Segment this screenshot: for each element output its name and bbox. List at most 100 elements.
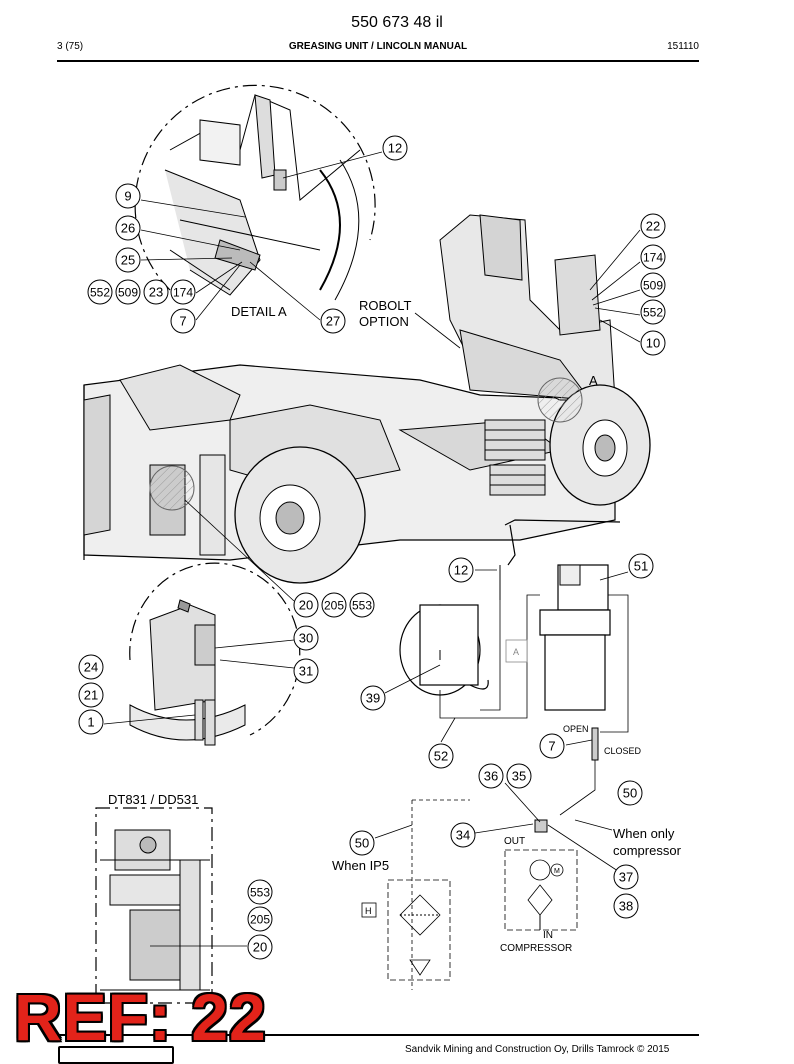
callout-circle: [640, 272, 666, 298]
callout-circle: [628, 553, 654, 579]
leader-lines: [103, 151, 641, 947]
callout-30: 30: [293, 625, 319, 651]
dt831-view: [95, 807, 213, 1004]
callout-circle: [450, 822, 476, 848]
callout-number: 26: [121, 221, 135, 236]
label-when-ip5: When IP5: [332, 858, 389, 873]
callout-21: 21: [78, 682, 104, 708]
callout-number: 7: [179, 314, 186, 329]
callout-circle: [349, 592, 375, 618]
drawing-labels: DETAIL A ROBOLT OPTION A A OPEN CLOSED O…: [108, 298, 682, 954]
callout-circle: [293, 658, 319, 684]
callout-number: 205: [250, 913, 270, 927]
callout-552: 552: [87, 279, 113, 305]
callout-circle: [428, 743, 454, 769]
callout-number: 50: [623, 786, 637, 801]
callout-circle: [247, 879, 273, 905]
callout-number: 51: [634, 559, 648, 574]
callout-number: 9: [124, 189, 131, 204]
callout-circle: [478, 763, 504, 789]
callout-number: 37: [619, 870, 633, 885]
callout-circle: [293, 592, 319, 618]
callout-number: 205: [324, 599, 344, 613]
callout-number: 509: [118, 286, 138, 300]
callout-23: 23: [143, 279, 169, 305]
callout-number: 23: [149, 285, 163, 300]
callout-37: 37: [613, 864, 639, 890]
callout-circle: [115, 279, 141, 305]
callout-circle: [321, 592, 347, 618]
callout-circle: [349, 830, 375, 856]
callout-circle: [613, 864, 639, 890]
callout-20: 20: [293, 592, 319, 618]
callout-174: 174: [170, 279, 196, 305]
callout-circle: [247, 906, 273, 932]
callout-circle: [617, 780, 643, 806]
reel-schematic: [361, 519, 629, 990]
callout-number: 21: [84, 688, 98, 703]
callout-number: 24: [84, 660, 98, 675]
label-dt831: DT831 / DD531: [108, 792, 198, 807]
callout-number: 25: [121, 253, 135, 268]
callout-number: 552: [643, 306, 663, 320]
callout-number: 20: [299, 598, 313, 613]
callout-number: 553: [352, 599, 372, 613]
callout-circle: [170, 308, 196, 334]
label-in: IN: [543, 930, 553, 941]
callout-circle: [115, 183, 141, 209]
callout-27: 27: [320, 308, 346, 334]
callout-circle: [78, 709, 104, 735]
callout-553: 553: [349, 592, 375, 618]
header-rule: [57, 60, 699, 62]
pump-detail-view: [129, 562, 301, 746]
callout-circle: [640, 299, 666, 325]
label-open: OPEN: [563, 724, 589, 734]
callout-9: 9: [115, 183, 141, 209]
callout-number: 38: [619, 899, 633, 914]
callout-number: 20: [253, 940, 267, 955]
label-a-marker: A: [589, 373, 598, 388]
label-compressor-note: compressor: [613, 843, 682, 858]
label-when-only: When only: [613, 826, 675, 841]
label-option: OPTION: [359, 314, 409, 329]
callout-number: 552: [90, 286, 110, 300]
callout-31: 31: [293, 658, 319, 684]
callout-509: 509: [640, 272, 666, 298]
header-row: 3 (75) GREASING UNIT / LINCOLN MANUAL 15…: [57, 41, 699, 55]
callout-24: 24: [78, 654, 104, 680]
callout-552: 552: [640, 299, 666, 325]
callout-circle: [640, 213, 666, 239]
callout-50: 50: [617, 780, 643, 806]
callout-circle: [320, 308, 346, 334]
callout-number: 7: [548, 739, 555, 754]
callout-circle: [360, 685, 386, 711]
callout-circle: [78, 682, 104, 708]
footer-copyright: Sandvik Mining and Construction Oy, Dril…: [405, 1044, 670, 1055]
label-compressor: COMPRESSOR: [500, 943, 572, 954]
callout-number: 12: [388, 141, 402, 156]
callout-174: 174: [640, 244, 666, 270]
callout-circle: [170, 279, 196, 305]
callout-25: 25: [115, 247, 141, 273]
callout-number: 36: [484, 769, 498, 784]
callout-1: 1: [78, 709, 104, 735]
callout-39: 39: [360, 685, 386, 711]
page-number: 3 (75): [57, 41, 84, 52]
callout-circle: [539, 733, 565, 759]
callout-52: 52: [428, 743, 454, 769]
rig-illustration: [83, 214, 651, 584]
callout-number: 52: [434, 749, 448, 764]
footer-rule: [57, 1034, 699, 1036]
callout-12: 12: [448, 557, 474, 583]
callout-35: 35: [506, 763, 532, 789]
label-out: OUT: [504, 836, 525, 847]
callout-circle: [78, 654, 104, 680]
callout-number: 30: [299, 631, 313, 646]
callout-34: 34: [450, 822, 476, 848]
callout-number: 553: [250, 886, 270, 900]
callout-circle: [448, 557, 474, 583]
callout-12: 12: [382, 135, 408, 161]
callout-number: 31: [299, 664, 313, 679]
